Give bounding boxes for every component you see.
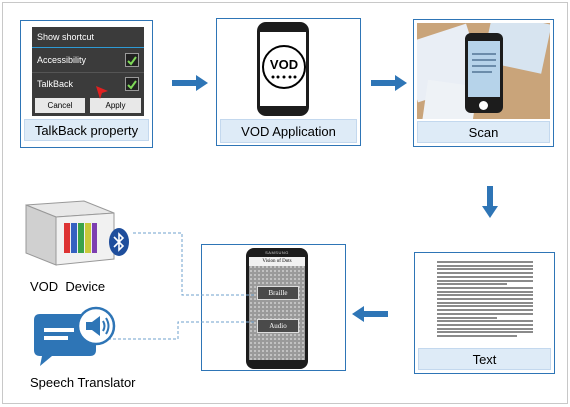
talkback-caption: TalkBack property (24, 119, 149, 141)
text-line (437, 264, 533, 267)
text-line (437, 261, 533, 263)
text-caption: Text (418, 348, 551, 370)
app-title-bar: Vision of Dots (249, 257, 305, 266)
text-line (437, 327, 533, 330)
vod-application-step-box: VOD VOD Application (216, 18, 361, 146)
audio-button[interactable]: Audio (257, 319, 299, 333)
text-line (437, 331, 533, 334)
cursor-icon (96, 86, 108, 99)
settings-menu: Show shortcut Accessibility TalkBack Can… (32, 27, 144, 116)
menu-title: Show shortcut (37, 32, 95, 42)
text-line (437, 320, 533, 323)
speech-translator-label: Speech Translator (30, 375, 136, 390)
menu-item-talkback[interactable]: TalkBack (32, 74, 144, 94)
text-line (437, 283, 507, 286)
text-line (437, 268, 533, 271)
text-line (437, 335, 517, 337)
text-line (437, 294, 533, 297)
scan-step-box: Scan (413, 19, 554, 147)
text-line (437, 279, 533, 282)
text-line (437, 312, 533, 315)
vod-device-label: VOD Device (30, 279, 106, 294)
apply-button[interactable]: Apply (90, 98, 141, 113)
checkmark-icon[interactable] (125, 77, 139, 91)
app-title: Vision of Dots (262, 259, 292, 264)
text-document (437, 261, 533, 339)
text-line (437, 272, 533, 275)
talkback-step-box: Show shortcut Accessibility TalkBack Can… (20, 20, 153, 148)
speech-translator-icon (30, 306, 118, 370)
cancel-button[interactable]: Cancel (35, 98, 85, 113)
vod-logo-text: VOD (269, 57, 299, 72)
menu-item-label: TalkBack (37, 79, 74, 89)
text-line (437, 323, 533, 326)
phone-image: VOD (257, 22, 309, 116)
braille-dots-icon (271, 75, 297, 79)
vod-device-image (24, 199, 116, 267)
app-screen-box: SAMSUNG Vision of Dots Braille Audio (201, 244, 346, 371)
vod-logo: VOD (262, 45, 306, 89)
text-line (437, 275, 533, 278)
text-line (437, 305, 533, 308)
text-line (437, 316, 497, 319)
checkmark-icon[interactable] (125, 53, 139, 67)
braille-button[interactable]: Braille (257, 286, 299, 300)
scan-photo (417, 23, 550, 119)
text-line (437, 301, 533, 304)
text-line (437, 286, 533, 289)
phone-brand: SAMSUNG (265, 250, 289, 255)
arrow-right-icon (172, 75, 208, 91)
text-step-box: Text (414, 252, 555, 374)
text-line (437, 298, 533, 300)
menu-item-label: Accessibility (37, 55, 87, 65)
text-line (437, 309, 533, 312)
scanning-phone (465, 33, 503, 113)
arrow-right-icon (371, 75, 407, 91)
text-line (437, 290, 533, 293)
bluetooth-icon (109, 228, 129, 256)
arrow-down-icon (482, 186, 498, 218)
phone-image: SAMSUNG Vision of Dots Braille Audio (246, 248, 308, 369)
speaker-icon (86, 316, 110, 336)
arrow-left-icon (352, 306, 388, 322)
vod-application-caption: VOD Application (220, 119, 357, 143)
menu-item-accessibility[interactable]: Accessibility (32, 50, 144, 70)
scan-caption: Scan (417, 121, 550, 143)
